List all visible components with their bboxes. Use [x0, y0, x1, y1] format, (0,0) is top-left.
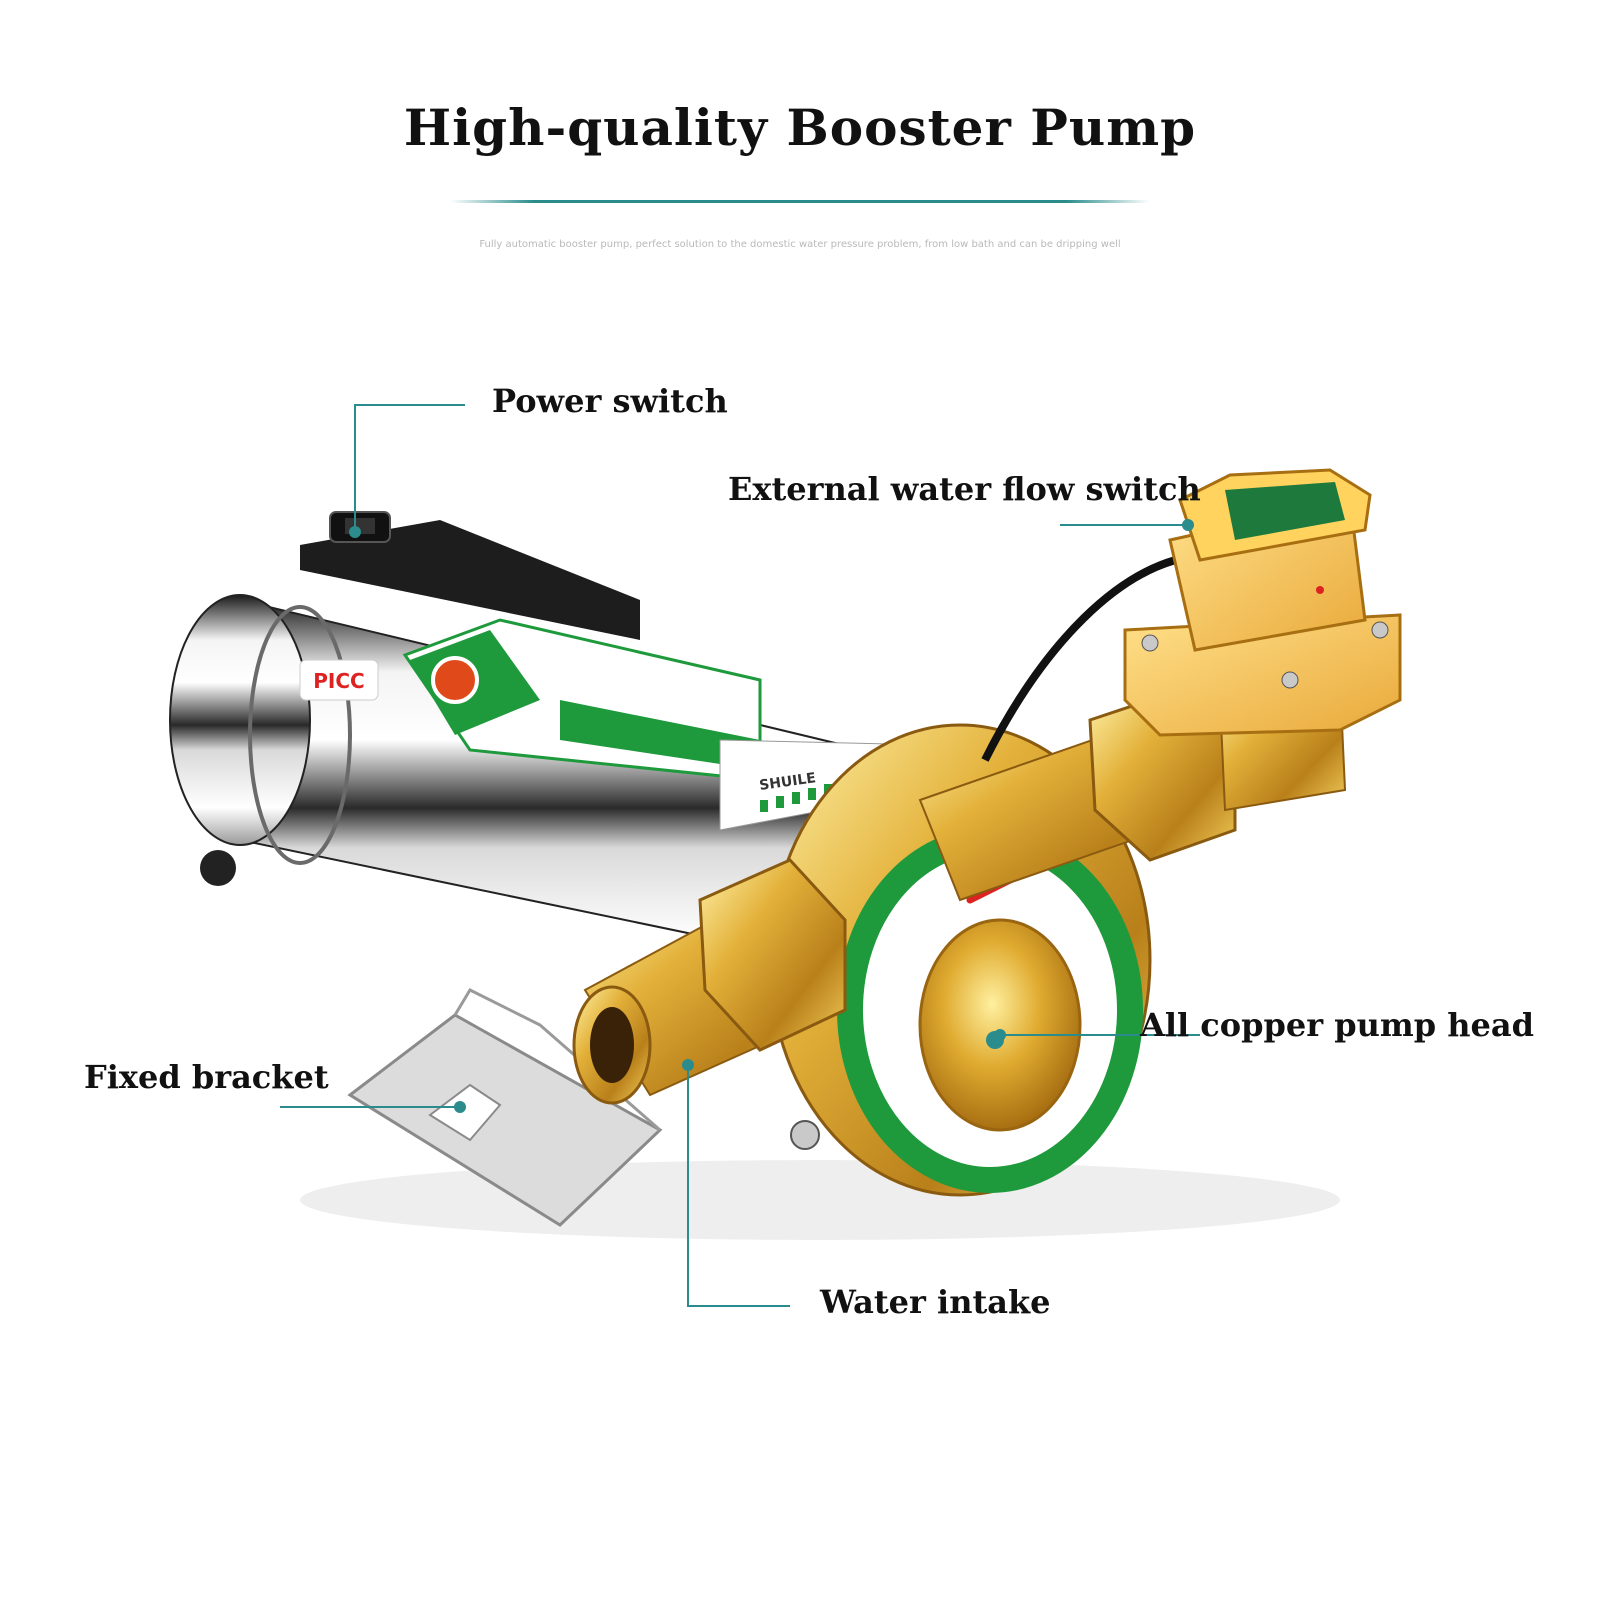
subtitle: Fully automatic booster pump, perfect so…	[479, 239, 1121, 250]
external-flow-switch	[1123, 468, 1402, 737]
gear-logo-icon	[431, 656, 479, 704]
head-screw-bottom	[790, 1120, 820, 1150]
power-switch-leader	[354, 404, 465, 530]
intake-leader	[687, 1065, 790, 1307]
callout-dots	[349, 519, 1194, 1113]
callout-water-intake: Water intake	[820, 1283, 1051, 1321]
fixed-bracket	[347, 988, 663, 1227]
title-divider	[450, 200, 1150, 203]
callout-power-switch: Power switch	[492, 382, 728, 420]
intake-hex-nut	[698, 858, 847, 1052]
intake-opening	[590, 1007, 634, 1083]
indicator-light	[1316, 586, 1324, 594]
picc-logo: PICC	[313, 669, 364, 693]
motor-end-cap	[169, 594, 311, 846]
callout-pump-head: All copper pump head	[1140, 1006, 1534, 1044]
water-intake-pipe	[572, 858, 847, 1105]
flow-switch-label	[1225, 482, 1345, 540]
callout-fixed-bracket: Fixed bracket	[84, 1058, 329, 1096]
callout-external-flow-switch: External water flow switch	[728, 470, 1201, 508]
drain-screw	[200, 850, 236, 886]
page-title: High-quality Booster Pump	[403, 98, 1197, 157]
motor-band	[248, 605, 352, 865]
motor-brand-text: SHUILE	[758, 770, 817, 794]
drop-shadow	[300, 1160, 1340, 1240]
callout-lines	[280, 404, 1200, 1307]
power-cable	[981, 551, 1206, 762]
